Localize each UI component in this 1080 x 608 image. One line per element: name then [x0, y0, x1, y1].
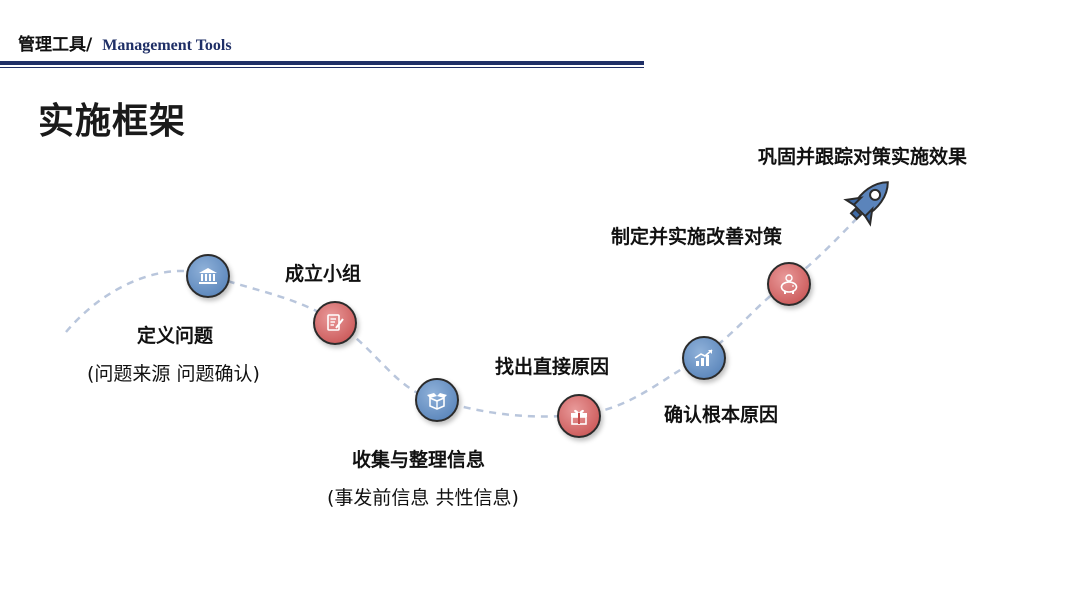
step-node-define-problem: [186, 254, 230, 298]
step-node-collect-info: [415, 378, 459, 422]
header-divider: [0, 61, 644, 65]
step-node-root-cause: [682, 336, 726, 380]
step-sub-define-problem: (问题来源 问题确认): [87, 363, 260, 385]
document-edit-icon: [327, 314, 344, 331]
step-label-define-problem: 定义问题: [137, 325, 214, 347]
piggy-bank-icon: [780, 274, 798, 294]
step-label-follow-up: 巩固并跟踪对策实施效果: [758, 146, 968, 168]
growth-chart-icon: [694, 349, 713, 366]
step-label-collect-info: 收集与整理信息: [352, 449, 486, 471]
gift-icon: [571, 409, 587, 425]
step-sub-collect-info: (事发前信息 共性信息): [327, 487, 519, 509]
step-node-improvement: [767, 262, 811, 306]
rocket-icon: [843, 181, 889, 227]
header-category: 管理工具/: [18, 35, 93, 55]
page-title: 实施框架: [38, 101, 187, 142]
step-label-form-team: 成立小组: [285, 263, 362, 285]
step-node-direct-cause: [557, 394, 601, 438]
header-category-en: Management Tools: [102, 37, 232, 54]
bank-icon: [199, 268, 217, 284]
open-box-icon: [427, 393, 447, 410]
step-label-root-cause: 确认根本原因: [664, 404, 779, 426]
header: 管理工具/ Management Tools: [18, 30, 232, 55]
step-label-improvement: 制定并实施改善对策: [611, 226, 783, 248]
header-divider-thin: [0, 67, 644, 68]
step-label-direct-cause: 找出直接原因: [495, 356, 610, 378]
step-node-form-team: [313, 301, 357, 345]
